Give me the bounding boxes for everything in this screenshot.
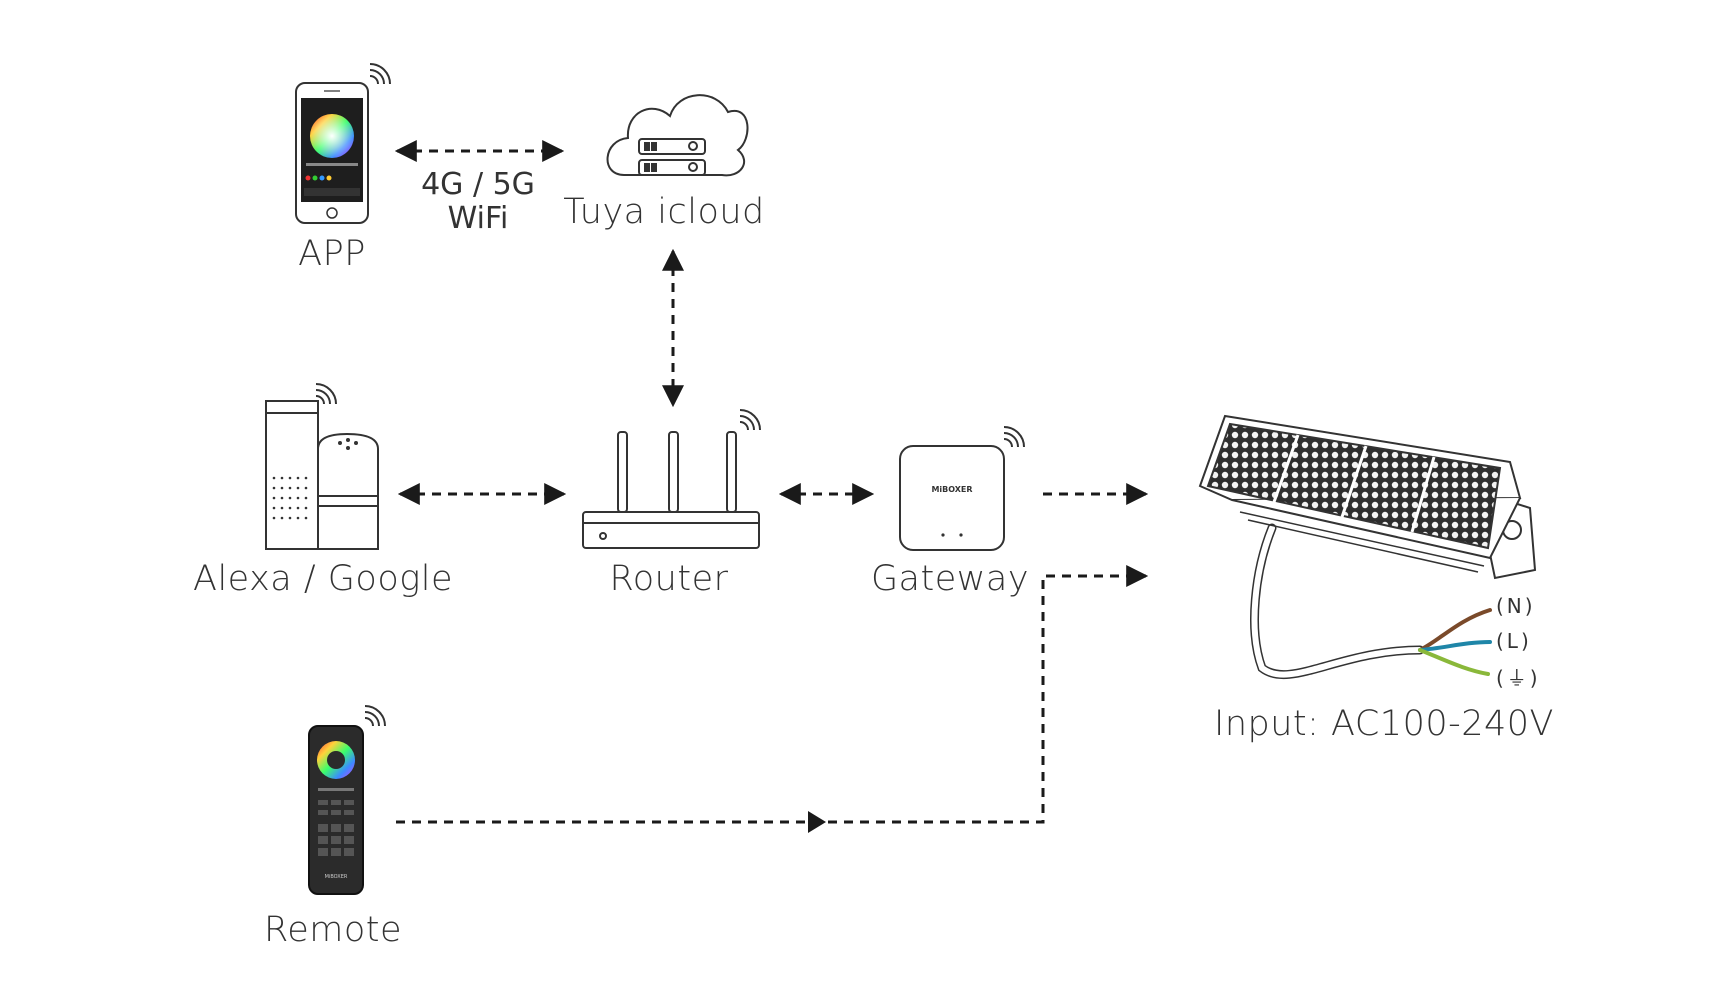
remote-icon: MiBOXER — [308, 725, 364, 895]
cloud-icon — [606, 94, 749, 177]
live-wire — [1418, 640, 1492, 652]
flood-light-icon — [1198, 414, 1537, 680]
link-wifi-label: WiFi — [447, 201, 509, 236]
gateway-label: Gateway — [870, 559, 1030, 599]
link-protocol-label: 4G / 5G — [421, 167, 535, 202]
neutral-wire-label: (N) — [1496, 594, 1536, 618]
remote-label: Remote — [263, 910, 403, 950]
live-wire-label: (L) — [1496, 629, 1532, 653]
app-cloud-link-label: 4G / 5G WiFi — [421, 168, 535, 236]
wifi-signal-icon — [315, 383, 337, 405]
gateway-brand-logo: MiBOXER — [931, 485, 972, 494]
wifi-signal-icon — [369, 63, 391, 85]
alexa-google-label: Alexa / Google — [193, 559, 453, 599]
remote-brand-logo: MiBOXER — [325, 874, 348, 880]
earth-wire-label: (⏚) — [1496, 666, 1541, 690]
gateway-icon: MiBOXER — [899, 445, 1005, 551]
router-label: Router — [609, 559, 729, 599]
power-wires — [1418, 608, 1492, 676]
cloud-label: Tuya icloud — [563, 192, 765, 232]
router-icon — [582, 431, 760, 549]
app-label: APP — [298, 234, 366, 274]
remote-mid-arrowhead — [808, 811, 826, 833]
wifi-signal-icon — [739, 409, 761, 431]
input-voltage-label: Input: AC100-240V — [1214, 704, 1554, 744]
neutral-wire — [1418, 608, 1492, 652]
phone-icon — [295, 82, 369, 224]
wifi-signal-icon — [1003, 426, 1025, 448]
connection-lines — [394, 140, 1149, 824]
earth-wire — [1418, 648, 1490, 676]
wifi-signal-icon — [364, 705, 386, 727]
smart-speaker-icon — [265, 400, 379, 550]
remote-light-path — [396, 565, 1149, 824]
